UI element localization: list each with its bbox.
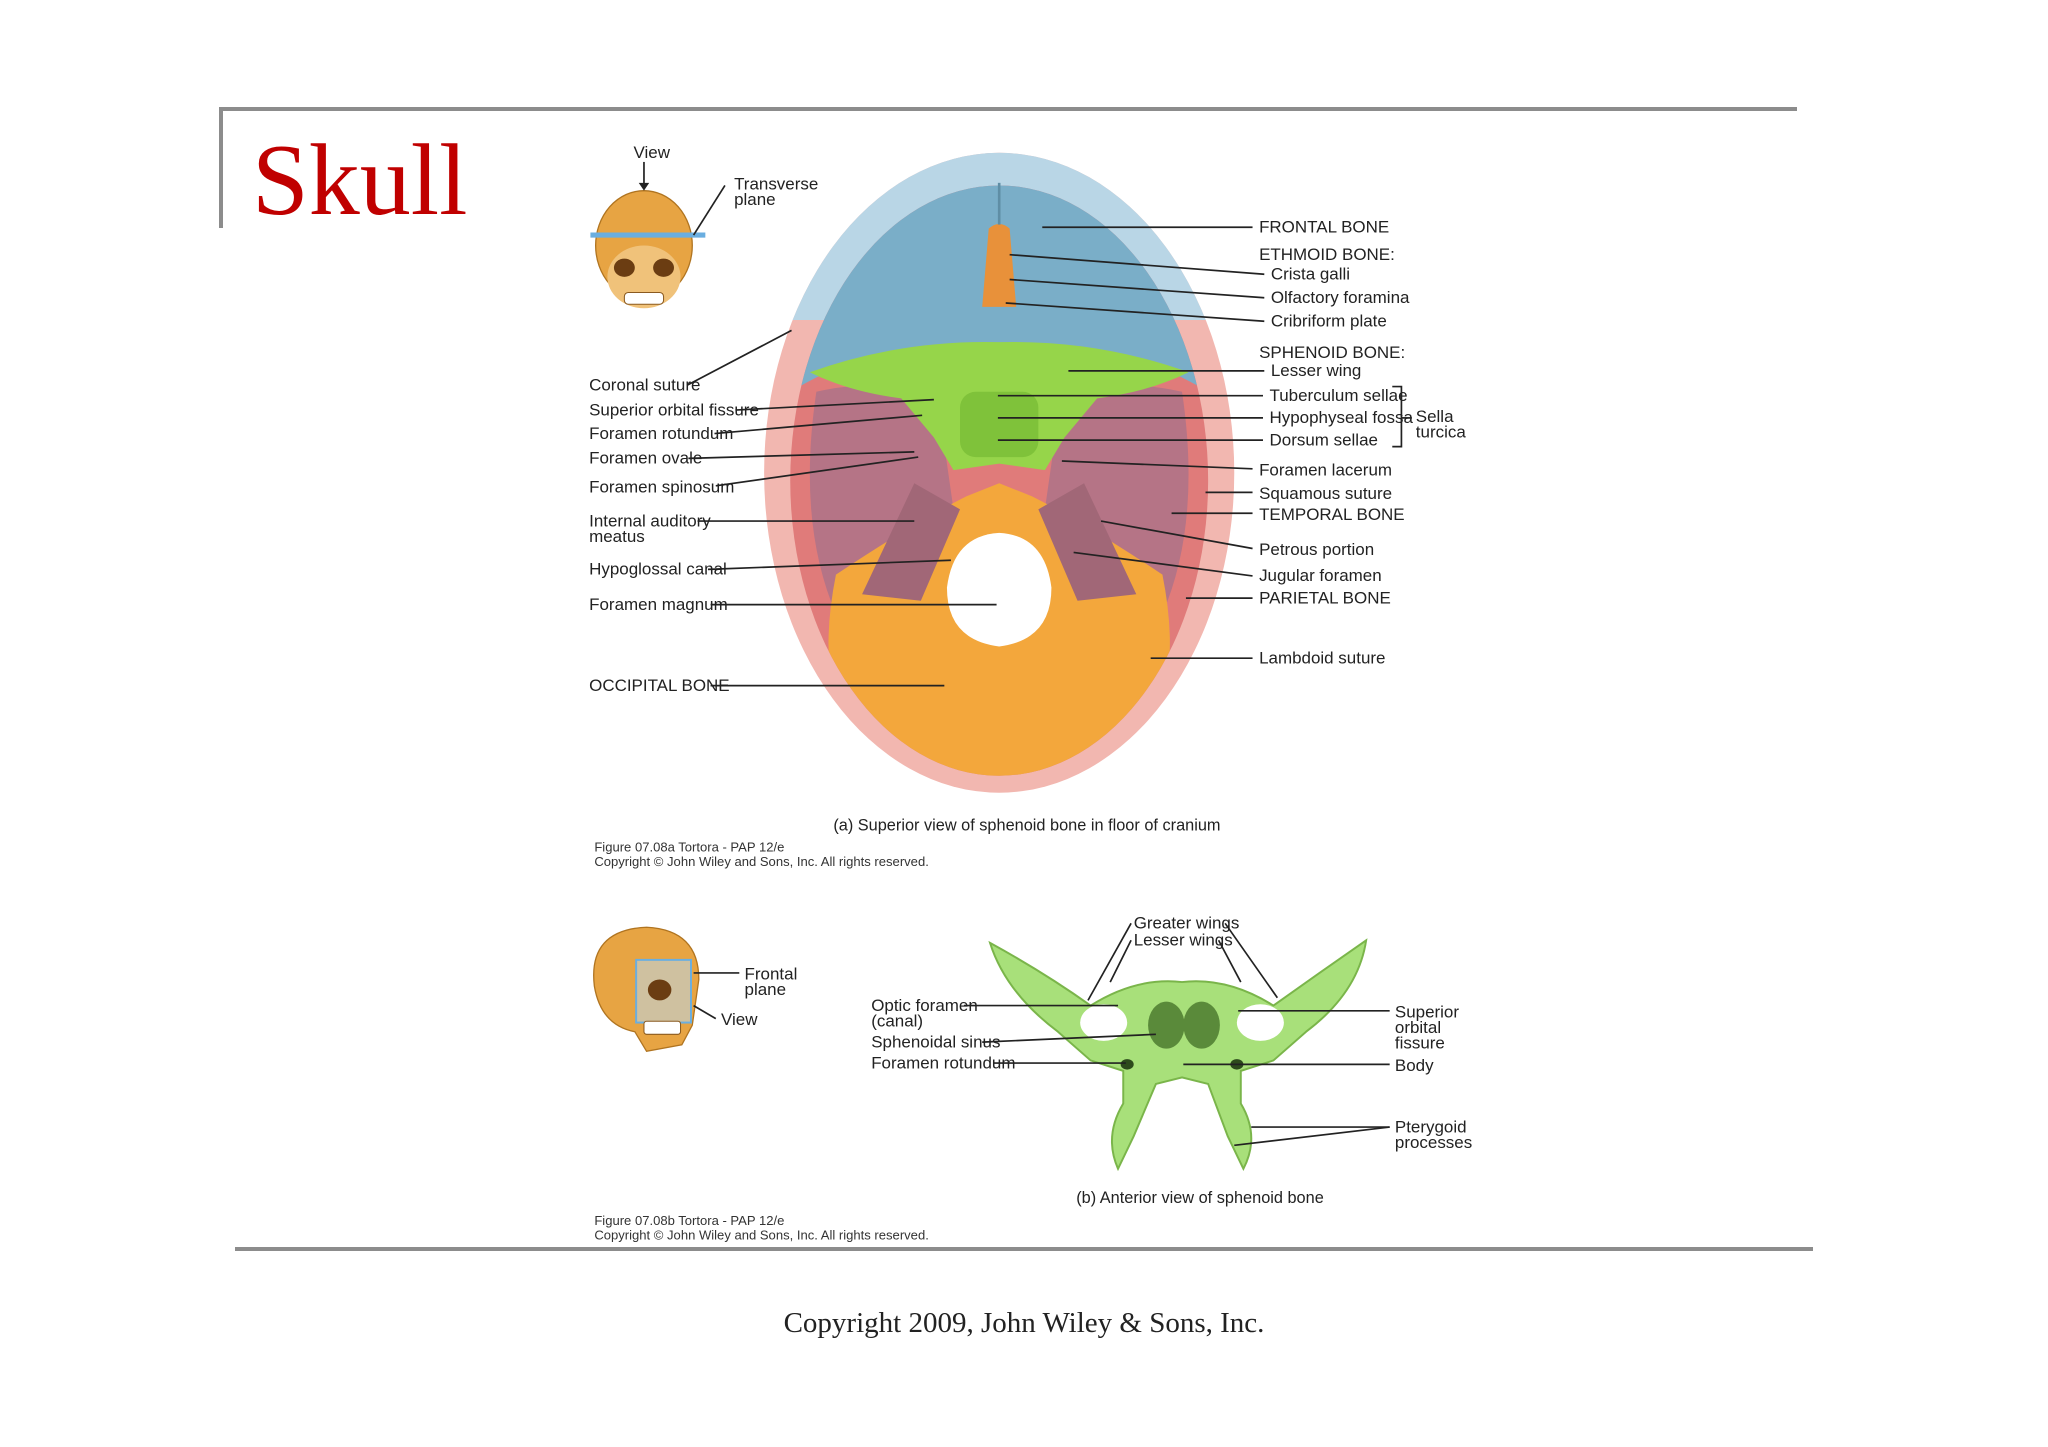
label-crista-galli: Crista galli <box>1271 264 1350 283</box>
figure-b-credit-2: Copyright © John Wiley and Sons, Inc. Al… <box>594 1227 928 1242</box>
inset-view-label: View <box>634 143 671 162</box>
label-temporal-bone: TEMPORAL BONE <box>1259 505 1405 524</box>
label-superior-orbital-3: fissure <box>1395 1034 1445 1053</box>
label-body: Body <box>1395 1056 1434 1075</box>
label-tuberculum-sellae: Tuberculum sellae <box>1270 386 1408 405</box>
copyright-footer: Copyright 2009, John Wiley & Sons, Inc. <box>783 1307 1265 1339</box>
label-hypophyseal-fossa: Hypophyseal fossa <box>1270 408 1414 427</box>
inset-frontal-label-1: Frontal <box>745 964 798 983</box>
figure-a-caption: (a) Superior view of sphenoid bone in fl… <box>833 817 1220 835</box>
label-cribriform-plate: Cribriform plate <box>1271 311 1387 330</box>
label-jugular-foramen: Jugular foramen <box>1259 566 1382 585</box>
sphenoid-anterior-illustration <box>988 938 1368 1172</box>
label-dorsum-sellae: Dorsum sellae <box>1270 430 1378 449</box>
figure-b-credit-1: Figure 07.08b Tortora - PAP 12/e <box>594 1213 784 1228</box>
inset-frontal-label-2: plane <box>745 980 787 999</box>
frame-left-rule <box>219 107 223 228</box>
label-petrous-portion: Petrous portion <box>1259 540 1374 559</box>
figure-a-left-leaders <box>686 329 997 687</box>
label-internal-auditory-2: meatus <box>589 527 645 546</box>
inset-plane-label-2: plane <box>734 190 776 209</box>
label-lesser-wing: Lesser wing <box>1271 361 1362 380</box>
label-greater-wings: Greater wings <box>1134 914 1240 933</box>
transverse-inset-skull <box>590 161 726 309</box>
cranial-floor-illustration <box>764 152 1235 793</box>
label-ethmoid-bone: ETHMOID BONE: <box>1259 245 1395 264</box>
label-lesser-wings: Lesser wings <box>1134 931 1233 950</box>
label-hypoglossal-canal: Hypoglossal canal <box>589 560 727 579</box>
label-frontal-bone: FRONTAL BONE <box>1259 217 1389 236</box>
label-pterygoid-2: processes <box>1395 1133 1472 1152</box>
figure-b-leaders <box>963 922 1390 1147</box>
label-sella-2: turcica <box>1416 422 1467 441</box>
figure-a-right-leaders <box>997 226 1412 660</box>
inset-plane-label-1: Transverse <box>734 174 818 193</box>
label-squamous-suture: Squamous suture <box>1259 484 1392 503</box>
label-foramen-rotundum: Foramen rotundum <box>589 424 733 443</box>
label-sphenoidal-sinus: Sphenoidal sinus <box>871 1032 1000 1051</box>
label-superior-orbital-1: Superior <box>1395 1002 1459 1021</box>
label-optic-foramen-1: Optic foramen <box>871 996 978 1015</box>
label-olfactory-foramina: Olfactory foramina <box>1271 288 1410 307</box>
label-coronal-suture: Coronal suture <box>589 375 700 394</box>
label-foramen-spinosum: Foramen spinosum <box>589 477 734 496</box>
figure-b-caption: (b) Anterior view of sphenoid bone <box>1076 1189 1324 1207</box>
frame-bottom-rule <box>235 1247 1813 1251</box>
label-occipital-bone: OCCIPITAL BONE <box>589 676 730 695</box>
label-lambdoid-suture: Lambdoid suture <box>1259 648 1385 667</box>
label-foramen-rotundum-b: Foramen rotundum <box>871 1053 1015 1072</box>
label-superior-orbital-2: orbital <box>1395 1018 1441 1037</box>
frontal-inset-skull <box>593 926 740 1053</box>
slide-title: Skull <box>252 124 468 237</box>
label-sphenoid-bone: SPHENOID BONE: <box>1259 343 1405 362</box>
label-foramen-magnum: Foramen magnum <box>589 595 728 614</box>
label-internal-auditory-1: Internal auditory <box>589 511 711 530</box>
frame-top-rule <box>219 107 1797 111</box>
label-sella-1: Sella <box>1416 407 1454 426</box>
figure-a-credit-2: Copyright © John Wiley and Sons, Inc. Al… <box>594 854 928 869</box>
label-parietal-bone: PARIETAL BONE <box>1259 588 1391 607</box>
label-optic-foramen-2: (canal) <box>871 1011 923 1030</box>
figure-b-anterior-view: Frontal plane View <box>593 914 1472 1242</box>
label-foramen-ovale: Foramen ovale <box>589 449 702 468</box>
inset-view-label-b: View <box>721 1010 758 1029</box>
label-superior-orbital-fissure: Superior orbital fissure <box>589 400 759 419</box>
label-pterygoid-1: Pterygoid <box>1395 1117 1467 1136</box>
label-foramen-lacerum: Foramen lacerum <box>1259 460 1392 479</box>
figure-a-superior-view: View Transverse plane <box>589 143 1466 869</box>
figure-a-credit-1: Figure 07.08a Tortora - PAP 12/e <box>594 839 784 854</box>
